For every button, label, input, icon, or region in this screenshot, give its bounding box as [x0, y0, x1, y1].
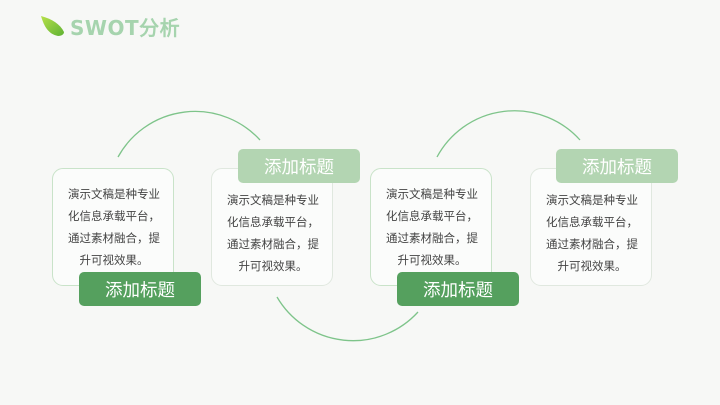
- card-text: 演示文稿是种专业化信息承载平台，通过素材融合，提升可视效果。: [546, 193, 638, 273]
- card-text: 演示文稿是种专业化信息承载平台，通过素材融合，提升可视效果。: [68, 187, 160, 267]
- page-title: SWOT分析: [70, 16, 181, 40]
- card-4-title[interactable]: 添加标题: [556, 149, 678, 183]
- arc-top-2: [436, 110, 581, 158]
- arc-bottom: [276, 296, 419, 342]
- card-text: 演示文稿是种专业化信息承载平台，通过素材融合，提升可视效果。: [227, 193, 319, 273]
- arc-top-1: [117, 110, 261, 158]
- card-1-title[interactable]: 添加标题: [79, 272, 201, 306]
- swot-card-2: 演示文稿是种专业化信息承载平台，通过素材融合，提升可视效果。: [211, 168, 333, 286]
- card-text: 演示文稿是种专业化信息承载平台，通过素材融合，提升可视效果。: [386, 187, 478, 267]
- card-2-title[interactable]: 添加标题: [238, 149, 360, 183]
- leaf-icon: [41, 15, 64, 36]
- card-3-title[interactable]: 添加标题: [397, 272, 519, 306]
- swot-card-1: 演示文稿是种专业化信息承载平台，通过素材融合，提升可视效果。: [52, 168, 174, 286]
- swot-card-3: 演示文稿是种专业化信息承载平台，通过素材融合，提升可视效果。: [370, 168, 492, 286]
- page-header: SWOT分析: [38, 12, 180, 41]
- swot-card-4: 演示文稿是种专业化信息承载平台，通过素材融合，提升可视效果。: [530, 168, 652, 286]
